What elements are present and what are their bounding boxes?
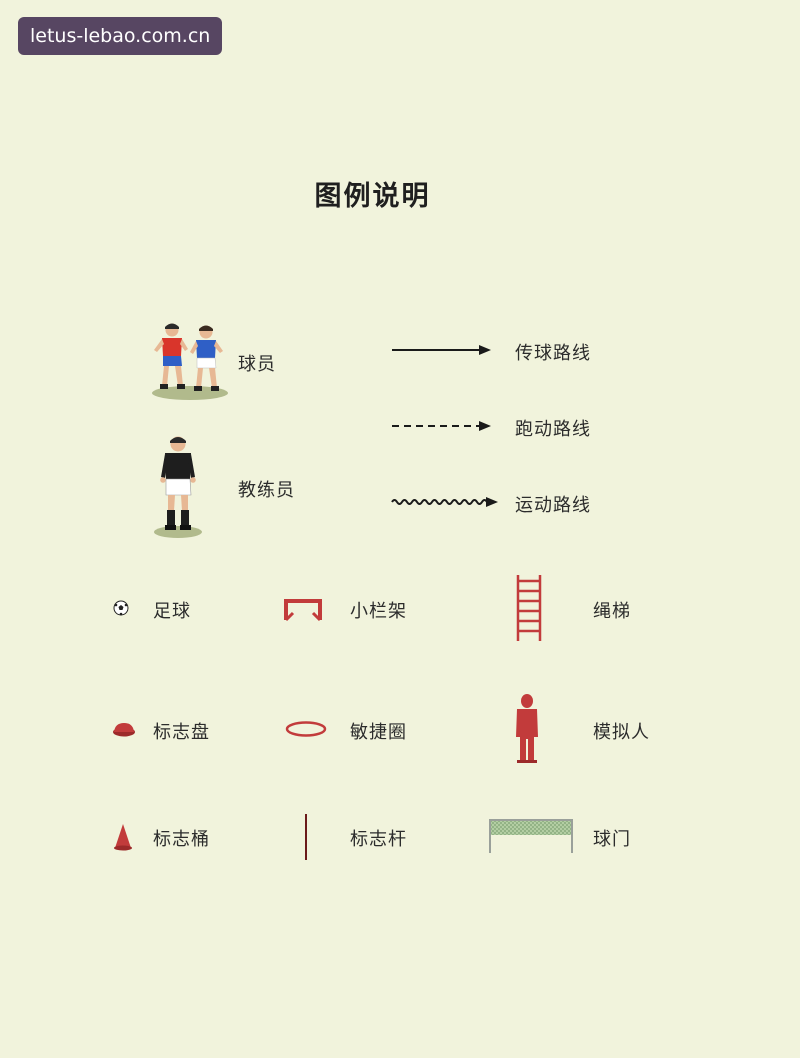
dribble-line-label: 运动路线	[515, 495, 591, 516]
cone-label: 标志桶	[153, 829, 210, 850]
agility-ring-icon	[284, 719, 328, 739]
marker-disc-icon	[112, 720, 136, 738]
pass-line-label: 传球路线	[515, 343, 591, 364]
dummy-label: 模拟人	[593, 722, 650, 743]
run-line-label: 跑动路线	[515, 419, 591, 440]
ladder-label: 绳梯	[593, 601, 631, 622]
pole-label: 标志杆	[350, 829, 407, 850]
dribble-line-icon	[390, 494, 500, 510]
goal-icon	[487, 817, 575, 855]
cone-icon	[112, 822, 134, 852]
coach-label: 教练员	[238, 480, 295, 501]
player-label: 球员	[238, 354, 276, 375]
ring-label: 敏捷圈	[350, 722, 407, 743]
hurdle-label: 小栏架	[350, 601, 407, 622]
players-illustration	[150, 320, 236, 402]
pass-line-icon	[390, 342, 494, 358]
disc-label: 标志盘	[153, 722, 210, 743]
mannequin-icon	[511, 693, 543, 765]
run-line-icon	[390, 418, 494, 434]
coach-illustration	[152, 433, 208, 539]
pole-icon	[300, 812, 312, 862]
soccer-ball-icon	[113, 600, 129, 616]
ladder-icon	[513, 573, 545, 643]
goal-label: 球门	[593, 829, 631, 850]
ball-label: 足球	[153, 601, 191, 622]
watermark: letus-lebao.com.cn	[18, 17, 223, 55]
hurdle-icon	[283, 598, 323, 622]
page-title: 图例说明	[314, 181, 431, 212]
